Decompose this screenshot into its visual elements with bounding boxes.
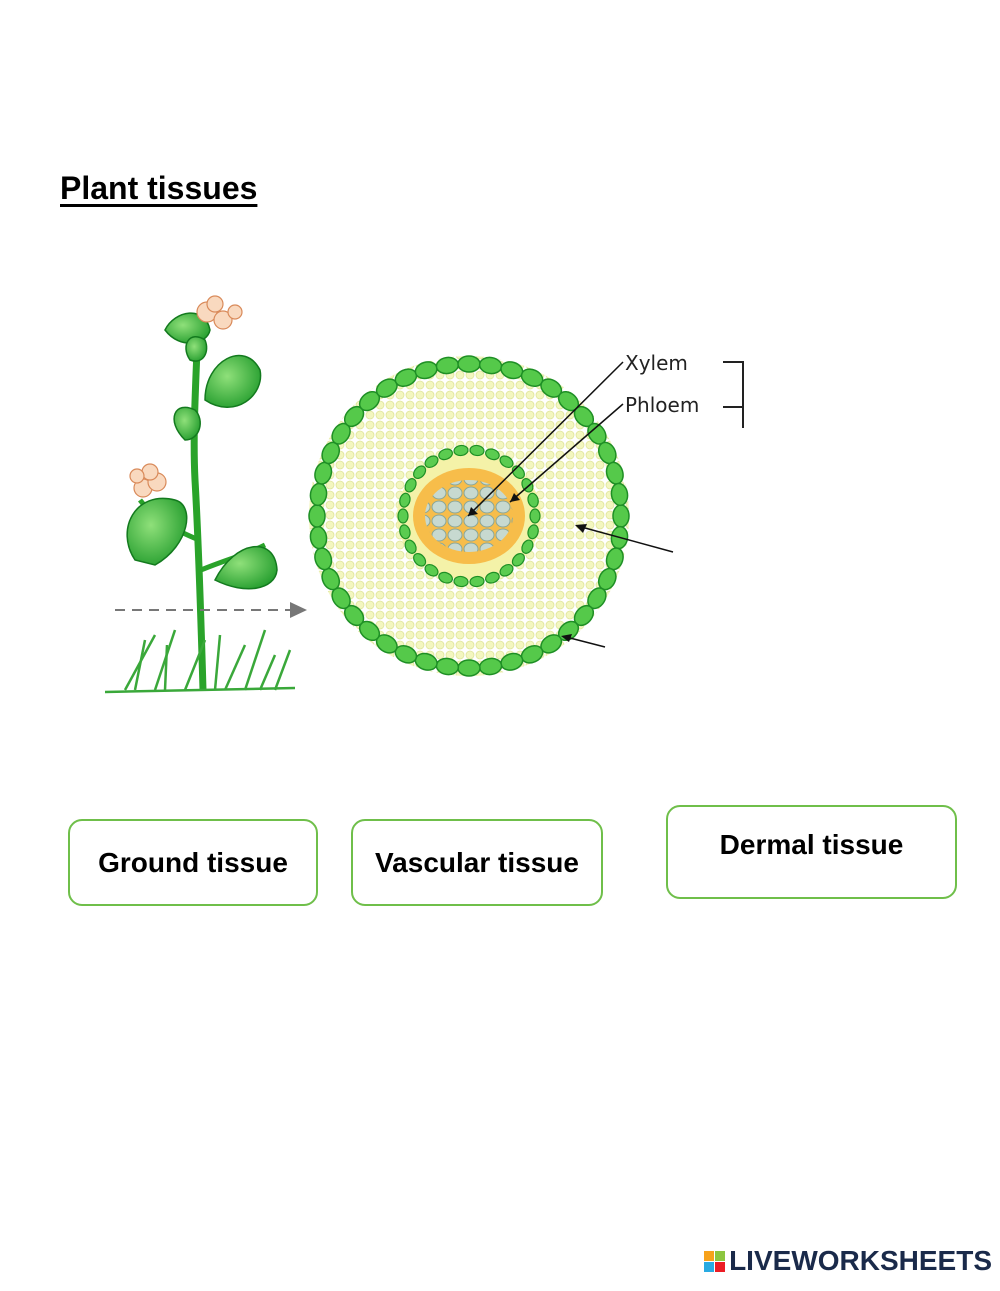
stem-cross-section: Xylem Phloem xyxy=(308,351,744,677)
epidermis-cell xyxy=(527,492,539,508)
epidermis-cell xyxy=(499,563,514,577)
xylem-label: Xylem xyxy=(625,351,688,375)
epidermis-cell xyxy=(413,552,427,567)
phloem-label: Phloem xyxy=(625,393,699,417)
brand-name: LIVEWORKSHEETS xyxy=(729,1245,992,1276)
page-title: Plant tissues xyxy=(60,170,258,206)
epidermis-cell xyxy=(511,552,525,567)
dermal-tissue-label: Dermal tissue xyxy=(719,829,904,860)
epidermis-cell xyxy=(485,571,500,584)
epidermis-cell xyxy=(457,355,481,373)
epidermis-cell xyxy=(453,575,469,588)
plant-cross-section-diagram: Xylem Phloem xyxy=(104,295,744,694)
epidermis-cell xyxy=(438,448,453,461)
epidermis-cell xyxy=(469,575,485,588)
epidermis-cell xyxy=(404,539,417,554)
vascular-tissue-answer-box[interactable]: Vascular tissue xyxy=(351,819,603,906)
dermal-tissue-answer-box[interactable]: Dermal tissue xyxy=(666,805,957,899)
epidermis-cell xyxy=(424,455,439,469)
epidermis-cell xyxy=(527,524,539,540)
plant-illustration xyxy=(104,295,307,694)
epidermis-cell xyxy=(399,524,411,540)
epidermis-cell xyxy=(529,508,541,524)
epidermis-cell xyxy=(413,465,427,480)
epidermis-cell xyxy=(397,508,409,524)
liveworksheets-logo-icon xyxy=(704,1250,726,1272)
epidermis-cell xyxy=(399,492,411,508)
vascular-tissue-label: Vascular tissue xyxy=(375,846,579,878)
ground-tissue-label: Ground tissue xyxy=(98,846,288,878)
epidermis-cell xyxy=(438,571,453,584)
epidermis-cell xyxy=(308,504,326,528)
epidermis-cell xyxy=(453,444,469,457)
epidermis-cell xyxy=(612,504,630,528)
epidermis-cell xyxy=(610,482,629,507)
epidermis-cell xyxy=(499,455,514,469)
epidermis-cell xyxy=(521,539,534,554)
epidermis-cell xyxy=(404,478,417,493)
epidermis-cell xyxy=(457,659,481,677)
liveworksheets-brand: LIVEWORKSHEETS xyxy=(704,1245,992,1277)
ground-tissue-answer-box[interactable]: Ground tissue xyxy=(68,819,318,906)
epidermis-cell xyxy=(485,448,500,461)
epidermis-cell xyxy=(469,444,485,457)
epidermis-cell xyxy=(424,563,439,577)
